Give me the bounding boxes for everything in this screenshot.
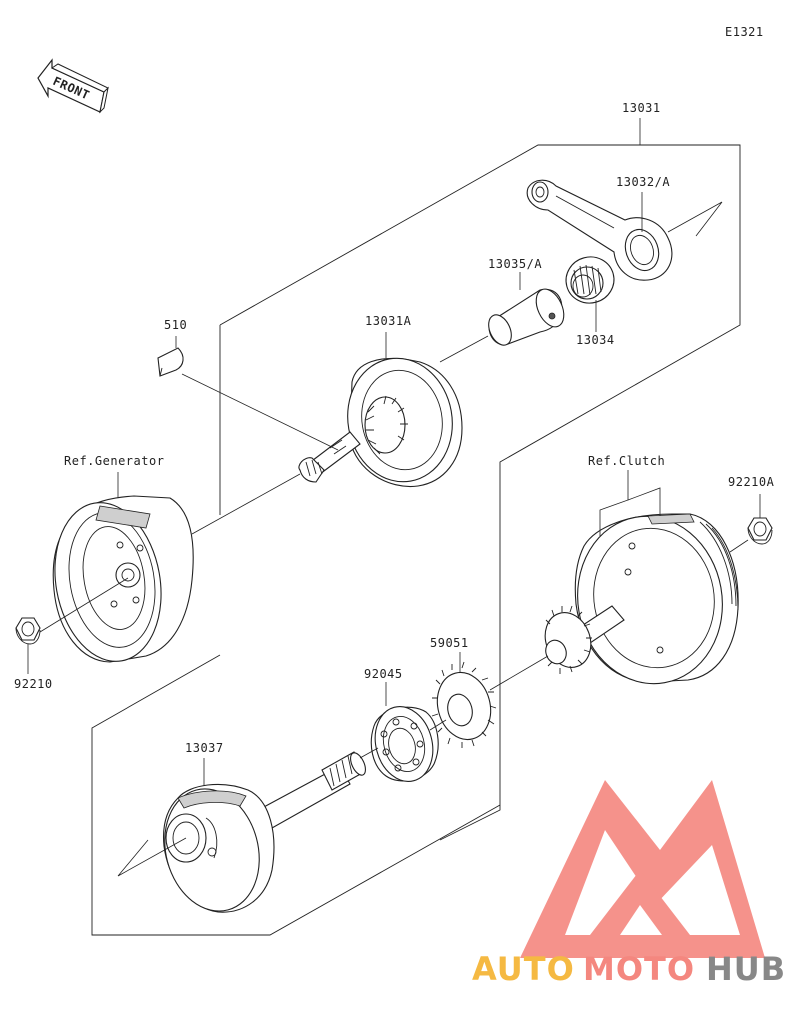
clutch-assembly [544, 513, 739, 685]
label-92210: 92210 [14, 677, 53, 691]
crankshaft-half-right [162, 751, 366, 913]
leader-13032A-arrow [667, 201, 723, 237]
needle-bearing [565, 256, 615, 304]
flange-nut-92210A [747, 517, 773, 545]
label-ref-clutch: Ref.Clutch [588, 454, 665, 468]
leader-pin-axis [439, 335, 489, 363]
label-13031: 13031 [622, 101, 661, 115]
leader-shaft-to-bearing [359, 747, 379, 759]
label-13032A: 13032/A [616, 175, 670, 189]
label-92210A: 92210A [728, 475, 775, 489]
leader-ref-clutch-b [627, 487, 661, 516]
leader-bearing-to-gear [429, 719, 447, 731]
crank-pin [488, 288, 565, 346]
gear-59051 [431, 661, 497, 748]
label-13035A: 13035/A [488, 257, 542, 271]
watermark-auto: AUTO [472, 950, 575, 988]
watermark-hub: HUB [706, 950, 786, 988]
crankshaft-half-left [298, 357, 463, 488]
woodruff-key [157, 347, 184, 377]
label-ref-generator: Ref.Generator [64, 454, 164, 468]
connecting-rod [526, 179, 673, 281]
leader-generator-axis [191, 473, 301, 535]
label-510: 510 [164, 318, 187, 332]
front-arrow-icon: FRONT [37, 58, 109, 114]
label-92045: 92045 [364, 667, 403, 681]
diagram-code: E1321 [725, 25, 764, 39]
leader-gear-axis [489, 655, 549, 691]
ball-bearing-92045 [370, 706, 439, 782]
leader-ref-clutch-a [599, 470, 629, 536]
assembly-frame-13031 [219, 144, 741, 841]
watermark-moto: MOTO [583, 950, 695, 988]
leader-13037-arrow [117, 837, 187, 877]
assembly-frame-13037 [91, 654, 501, 936]
flange-nut-92210 [15, 617, 41, 645]
leader-nut-axis [39, 577, 129, 633]
label-13034: 13034 [576, 333, 615, 347]
leader-nut-a-axis [729, 539, 749, 553]
label-59051: 59051 [430, 636, 469, 650]
label-13031A: 13031A [365, 314, 412, 328]
generator-rotor [52, 495, 194, 663]
automotohub-logo-mark [520, 780, 765, 958]
leader-510-to-shaft [181, 373, 339, 451]
label-13037: 13037 [185, 741, 224, 755]
automotohub-watermark: AUTO MOTO HUB [472, 950, 786, 988]
